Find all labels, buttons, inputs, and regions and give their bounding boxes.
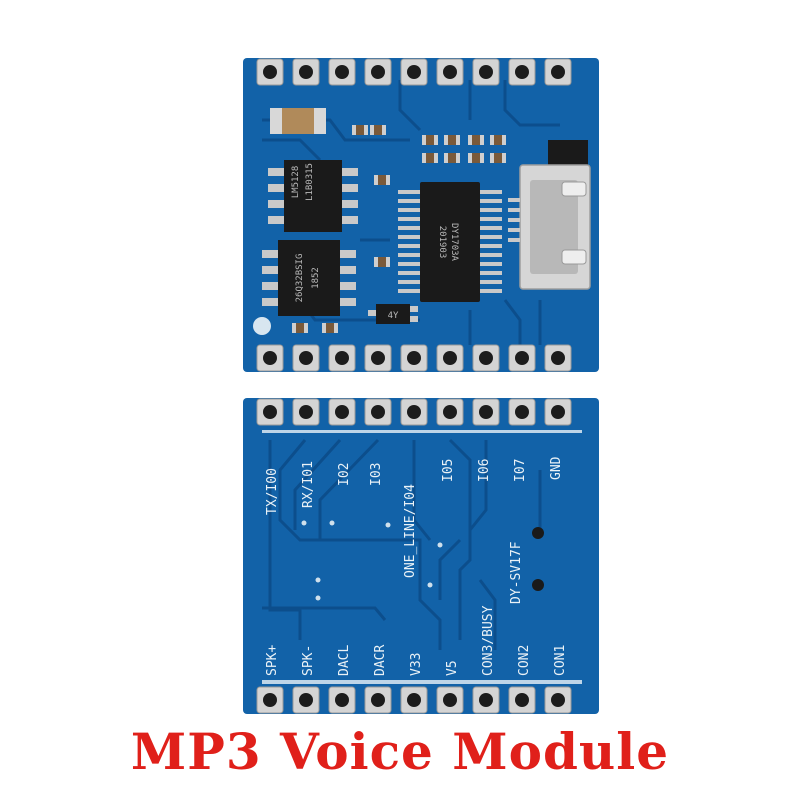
pin-label-v33: V33: [409, 653, 424, 676]
pin-label-gnd: GND: [549, 456, 564, 480]
top-board-pins-upper: [256, 58, 572, 86]
pin-label-spk-plus: SPK+: [265, 645, 280, 676]
bottom-board-pins-lower: [256, 686, 572, 714]
pcb-photo: LM5128 L1B0315 26Q32BSIG 1852: [243, 58, 599, 714]
usb-connector: [508, 140, 591, 290]
bottom-board: TX/I00 RX/I01 I02 I03 ONE_LINE/I04 I05 I…: [243, 398, 599, 714]
pin-label-rx-io1: RX/I01: [301, 461, 316, 508]
pin-label-io7: I07: [513, 459, 528, 482]
pin-label-one-line-io4: ONE_LINE/I04: [403, 484, 418, 578]
pin-label-con1: CON1: [553, 645, 568, 676]
pin-label-v5: V5: [445, 660, 460, 676]
pin-label-io5: I05: [441, 459, 456, 482]
decoder-chip: DY1703A 201903: [398, 182, 502, 302]
fiducial-mark: [253, 317, 271, 335]
transistor: 4Y: [368, 304, 418, 324]
test-points: [301, 520, 443, 601]
bottom-board-pins-upper: [256, 398, 572, 426]
flash-chip-a: LM5128 L1B0315: [268, 160, 358, 232]
via-hole: [532, 527, 544, 539]
capacitor: [270, 108, 326, 134]
pin-label-io6: I06: [477, 459, 492, 482]
top-board-pins-lower: [256, 344, 572, 372]
pin-label-io2: I02: [337, 463, 352, 486]
pin-label-tx-io0: TX/I00: [265, 468, 280, 515]
flash-chip-b: 26Q32BSIG 1852: [262, 240, 356, 316]
transistor-label: 4Y: [388, 311, 399, 321]
pin-label-io3: I03: [369, 463, 384, 486]
model-label: DY-SV17F: [509, 541, 524, 604]
flash-chip-a-line1: LM5128: [291, 166, 301, 199]
pin-label-con2: CON2: [517, 645, 532, 676]
product-caption: MP3 Voice Module: [130, 722, 670, 781]
pin-label-spk-minus: SPK-: [301, 645, 316, 676]
decoder-chip-line2: 201903: [437, 226, 447, 259]
via-hole: [532, 579, 544, 591]
silkscreen-lower-labels: SPK+ SPK- DACL DACR V33 V5 CON3/BUSY CON…: [265, 605, 568, 676]
pin-label-con3-busy: CON3/BUSY: [481, 605, 496, 676]
silkscreen-upper-labels: TX/I00 RX/I01 I02 I03 ONE_LINE/I04 I05 I…: [265, 456, 564, 604]
top-board: LM5128 L1B0315 26Q32BSIG 1852: [243, 58, 599, 372]
pin-label-dacr: DACR: [373, 645, 388, 676]
flash-chip-b-line2: 1852: [311, 267, 321, 289]
pin-label-dacl: DACL: [337, 645, 352, 676]
decoder-chip-line1: DY1703A: [449, 223, 459, 262]
flash-chip-a-line2: L1B0315: [305, 163, 315, 201]
flash-chip-b-line1: 26Q32BSIG: [295, 254, 305, 303]
